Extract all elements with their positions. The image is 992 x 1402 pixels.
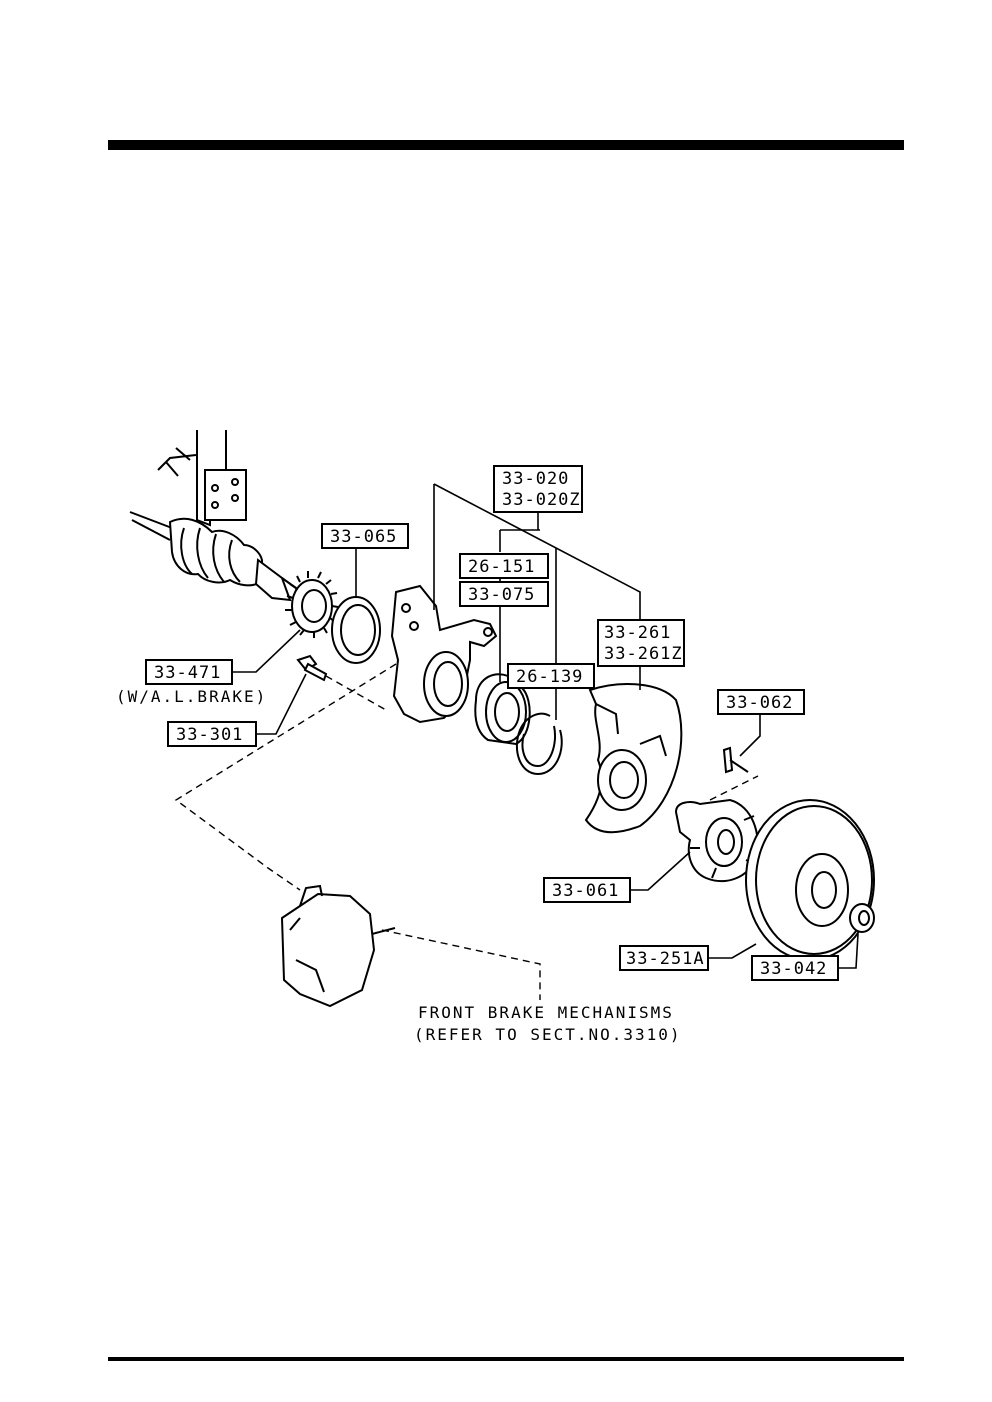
part-label-33-020: 33-020 33-020Z bbox=[493, 465, 583, 513]
wheel-hub bbox=[674, 798, 759, 883]
part-label-33-042: 33-042 bbox=[751, 955, 839, 981]
label-26-151: 26-151 bbox=[468, 557, 535, 577]
part-label-33-301: 33-301 bbox=[167, 721, 257, 747]
front-brake-caption: FRONT BRAKE MECHANISMS (REFER TO SECT.NO… bbox=[414, 1003, 682, 1044]
abs-sensor-rotor bbox=[285, 571, 339, 638]
label-33-075: 33-075 bbox=[468, 585, 535, 605]
label-33-020z: 33-020Z bbox=[502, 490, 581, 510]
part-label-33-471: 33-471 (W/A.L.BRAKE) bbox=[116, 659, 267, 706]
label-33-261: 33-261 bbox=[604, 623, 671, 643]
label-33-061: 33-061 bbox=[552, 881, 619, 901]
label-33-042: 33-042 bbox=[760, 959, 827, 979]
caption-line-1: FRONT BRAKE MECHANISMS bbox=[418, 1003, 674, 1022]
strut-assembly bbox=[157, 430, 247, 527]
top-rule bbox=[108, 140, 904, 150]
part-label-33-075: 33-075 bbox=[459, 581, 549, 607]
bottom-rule bbox=[108, 1357, 904, 1361]
part-label-26-139: 26-139 bbox=[507, 663, 595, 689]
alignment-dashes bbox=[174, 663, 759, 1000]
label-33-471: 33-471 bbox=[154, 663, 221, 683]
label-33-261z: 33-261Z bbox=[604, 644, 683, 664]
part-label-33-061: 33-061 bbox=[543, 877, 631, 903]
oil-seal bbox=[331, 596, 381, 664]
leader-lines bbox=[232, 483, 859, 969]
part-label-33-062: 33-062 bbox=[717, 689, 805, 715]
label-33-020: 33-020 bbox=[502, 469, 569, 489]
caption-line-2: (REFER TO SECT.NO.3310) bbox=[414, 1025, 682, 1044]
label-33-471-note: (W/A.L.BRAKE) bbox=[116, 687, 267, 706]
label-33-301: 33-301 bbox=[176, 725, 243, 745]
drive-shaft bbox=[129, 511, 299, 602]
wheel-bearing bbox=[474, 673, 531, 746]
bolt-33-301 bbox=[296, 654, 328, 682]
label-33-062: 33-062 bbox=[726, 693, 793, 713]
snap-ring bbox=[515, 712, 563, 776]
brake-caliper bbox=[280, 884, 396, 1008]
part-label-33-261: 33-261 33-261Z bbox=[597, 619, 685, 667]
label-26-139: 26-139 bbox=[516, 667, 583, 687]
part-label-26-151: 26-151 bbox=[459, 553, 549, 579]
part-label-33-251a: 33-251A bbox=[619, 945, 709, 971]
lock-nut bbox=[849, 903, 875, 933]
hub-bolt bbox=[722, 746, 749, 774]
part-label-33-065: 33-065 bbox=[321, 523, 409, 549]
label-33-065: 33-065 bbox=[330, 527, 397, 547]
brake-disc bbox=[745, 799, 875, 961]
dust-shield bbox=[584, 683, 683, 834]
steering-knuckle bbox=[390, 584, 498, 724]
label-33-251a: 33-251A bbox=[626, 949, 705, 969]
